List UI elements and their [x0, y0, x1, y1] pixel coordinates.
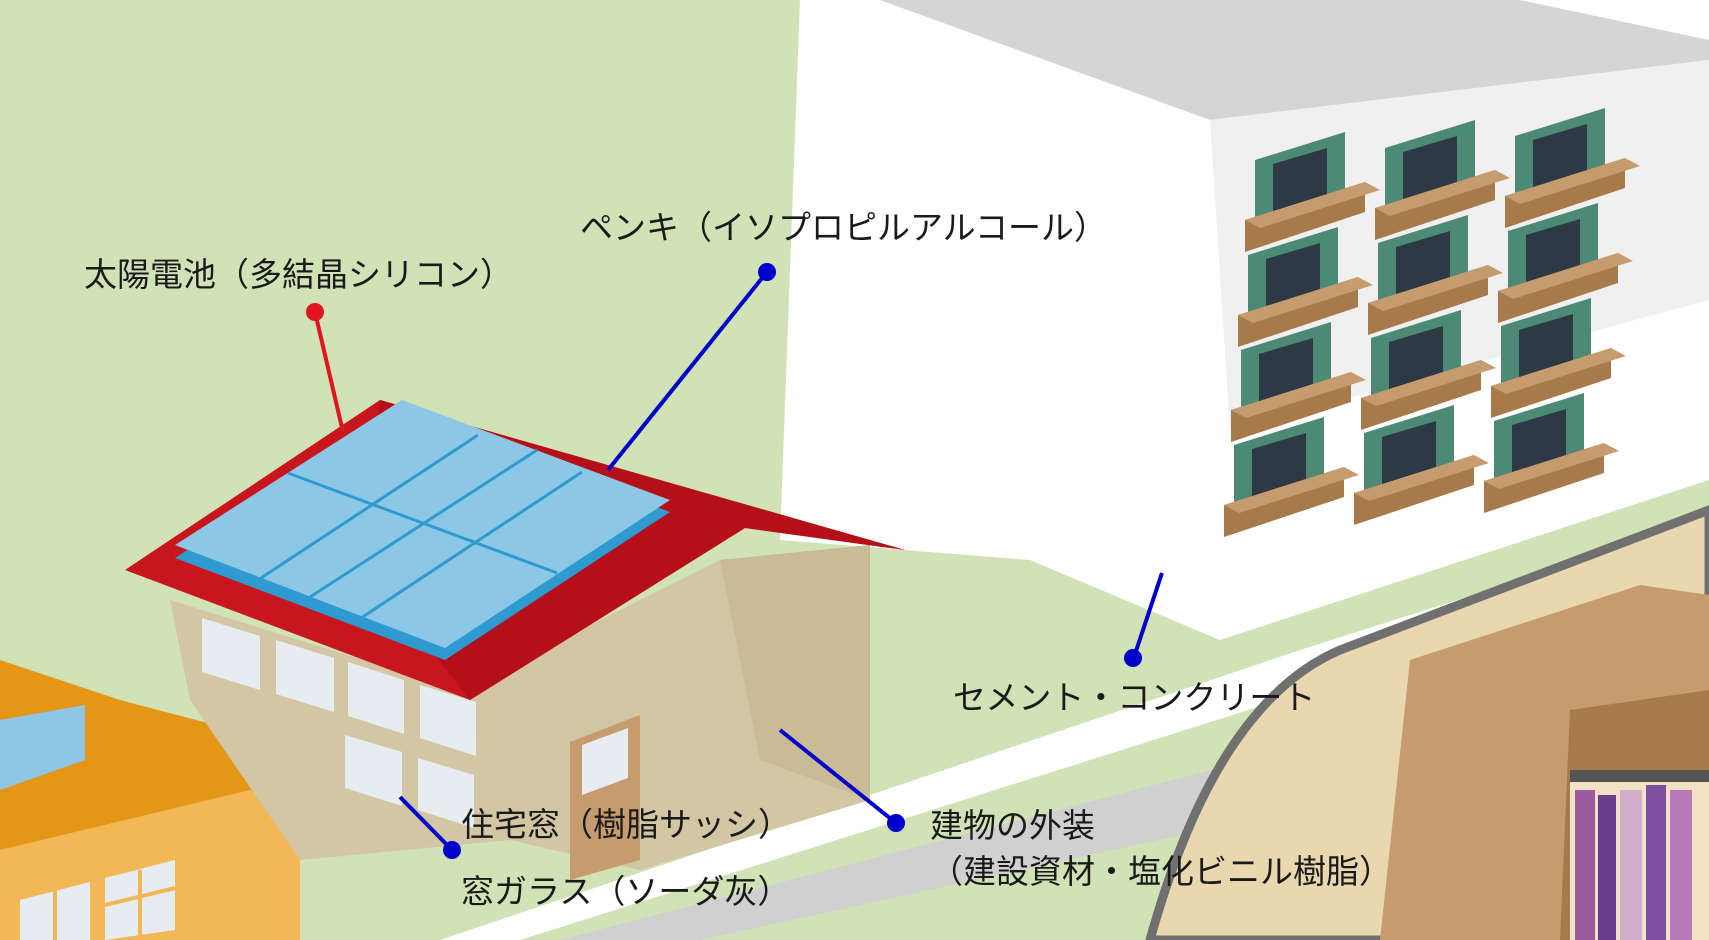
leader-line-paint [606, 270, 769, 472]
apartment-balcony-top [1505, 158, 1640, 204]
apartment-balcony-top [1361, 360, 1496, 406]
apartment-balcony-top [1368, 265, 1503, 311]
apartment-balcony-top [1375, 170, 1510, 216]
apartment-balcony-top [1491, 348, 1626, 394]
leader-lines [306, 263, 1164, 859]
main-house [125, 400, 905, 880]
apartment-balcony-top [1354, 455, 1489, 501]
orange-house [0, 660, 330, 940]
label-paint: ペンキ（イソプロピルアルコール） [580, 208, 1108, 247]
leader-line-solar-cell [313, 311, 345, 433]
leader-dot-cement [1124, 649, 1142, 667]
label-exterior-line1: 建物の外装 [930, 806, 1095, 845]
apartment-balcony-top [1498, 253, 1633, 299]
label-window-glass: 窓ガラス（ソーダ灰） [461, 872, 791, 911]
label-exterior-line2: （建設資材・塩化ビニル樹脂） [930, 852, 1392, 891]
label-window-frame: 住宅窓（樹脂サッシ） [461, 805, 791, 844]
interior-cutaway [1145, 505, 1709, 940]
leader-line-cement [1131, 572, 1164, 661]
leader-dot-exterior [887, 814, 905, 832]
apartment-balcony-top [1238, 277, 1373, 323]
apartment-balcony-top [1224, 467, 1359, 513]
label-solar-cell: 太陽電池（多結晶シリコン） [84, 255, 513, 294]
apartment-balcony-top [1484, 443, 1619, 489]
apartment-balconies [1224, 108, 1640, 537]
leader-dot-window [443, 841, 461, 859]
apartment-balcony-top [1245, 182, 1380, 228]
leader-dot-solar-cell [306, 303, 324, 321]
apartment-balcony-top [1231, 372, 1366, 418]
leader-line-window [398, 795, 454, 852]
label-cement: セメント・コンクリート [953, 678, 1316, 717]
leader-dot-paint [758, 263, 776, 281]
leader-line-exterior [778, 728, 898, 825]
